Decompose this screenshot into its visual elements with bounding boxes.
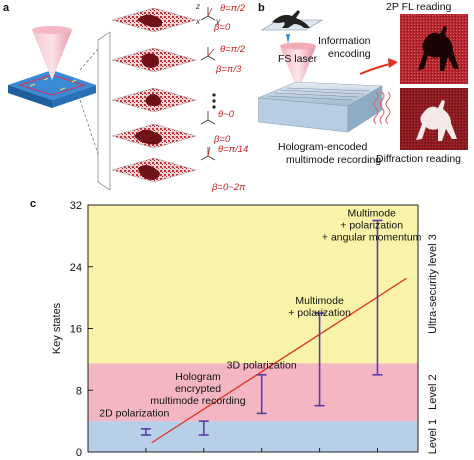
y-tick-label-8: 8 <box>76 385 82 397</box>
panel-a-letter: a <box>3 2 10 14</box>
error-bar-2 <box>198 420 209 436</box>
y-axis-ticks: 0 8 16 24 32 <box>70 200 378 459</box>
recording-slab <box>258 81 384 133</box>
projection-lines <box>79 34 111 191</box>
fl-reading-label: 2P FL reading <box>386 1 452 13</box>
fl-reading-image <box>400 14 468 84</box>
band-label-2: Level 2 <box>427 374 439 409</box>
annotation-1-line1: θ=π/2 <box>220 3 246 14</box>
trend-line <box>151 277 407 444</box>
annotation-4-line1: θ=π/14 <box>218 144 248 155</box>
annotation-1-line2: β=0 <box>213 22 231 33</box>
band-3 <box>88 205 418 364</box>
fs-laser-cone <box>280 46 316 92</box>
error-bar-4 <box>314 312 325 407</box>
band-1 <box>88 421 418 452</box>
chart-annotations: 2D polarization Hologramencryptedmultimod… <box>99 208 421 420</box>
trend-line-segment <box>151 277 407 444</box>
ellipsis-dots <box>212 93 216 109</box>
annotation-4-line-1: Multimode <box>295 295 344 307</box>
diffraction-beams <box>373 91 391 125</box>
error-bar-3 <box>256 374 267 415</box>
hologram-recording-line2: multimode recording <box>286 154 381 166</box>
band-labels: Level 1 Level 2 Ultra-security level 3 <box>427 234 439 454</box>
y-tick-label-16: 16 <box>70 324 82 336</box>
y-axis-label: Key states <box>51 302 63 354</box>
hologram-stack <box>111 7 197 183</box>
y-tick-label-0: 0 <box>76 447 82 459</box>
annotation-1-line-1: 2D polarization <box>99 407 169 419</box>
annotation-4-line2: β=0 <box>213 134 231 145</box>
panel-b-figure: FS laser Information encoding Hologram-e… <box>258 1 468 166</box>
y-tick-label-32: 32 <box>70 200 82 212</box>
laser-cone <box>32 30 72 80</box>
annotation-2-line2: β=π/3 <box>215 64 242 75</box>
panel-a-figure: z x y θ=π/2 β=0 θ=π/2 β=π/3 θ~0 θ=π/14 β… <box>8 2 248 193</box>
band-label-1: Level 1 <box>427 419 439 454</box>
band-2 <box>88 363 418 422</box>
axis-glyphs <box>200 7 216 161</box>
annotation-2-line-1: Hologram <box>175 371 221 383</box>
reading-arrow <box>359 63 391 75</box>
annotation-2-line-2: encrypted <box>175 383 221 395</box>
annotation-5-line-3: + angular momentum <box>322 232 422 244</box>
annotation-4-line-2: + polarization <box>288 307 351 319</box>
error-bars <box>140 219 383 436</box>
fs-laser-label: FS laser <box>278 53 318 65</box>
hologram-recording-line1: Hologram-encoded <box>278 141 367 153</box>
diffraction-reading-label: Diffraction reading <box>376 153 461 165</box>
kangaroo-silhouette <box>272 10 310 28</box>
band-label-3: Ultra-security level 3 <box>427 234 439 334</box>
annotation-5-line-2: + polarization <box>340 220 403 232</box>
annotation-2-line1: θ=π/2 <box>220 44 246 55</box>
axis-y-label: y <box>215 17 221 26</box>
polarization-annotations: θ=π/2 β=0 θ=π/2 β=π/3 θ~0 θ=π/14 β=0 β=0… <box>211 3 248 193</box>
panel-c-letter: c <box>30 198 37 210</box>
diffraction-reading-image <box>400 88 468 150</box>
error-bar-1 <box>140 428 151 436</box>
axis-z-label: z <box>195 2 200 11</box>
annotation-2-line-3: multimode recording <box>150 395 245 407</box>
annotation-3-line-1: 3D polarization <box>227 360 297 372</box>
panel-b-letter: b <box>258 2 265 14</box>
info-encoding-line1: Information <box>318 35 371 47</box>
axis-x-label: x <box>195 17 201 26</box>
annotation-5-line-1: Multimode <box>347 208 396 220</box>
annotation-5-line2: β=0~2π <box>211 182 246 193</box>
sample-block <box>8 70 96 108</box>
security-bands <box>88 205 418 452</box>
info-encoding-line2: encoding <box>328 48 371 60</box>
y-tick-label-24: 24 <box>70 262 82 274</box>
error-bar-5 <box>372 219 383 376</box>
annotation-3-line1: θ~0 <box>218 109 235 120</box>
key-states-chart: 0 8 16 24 32 Key states 2D polarization Holog… <box>51 200 439 459</box>
